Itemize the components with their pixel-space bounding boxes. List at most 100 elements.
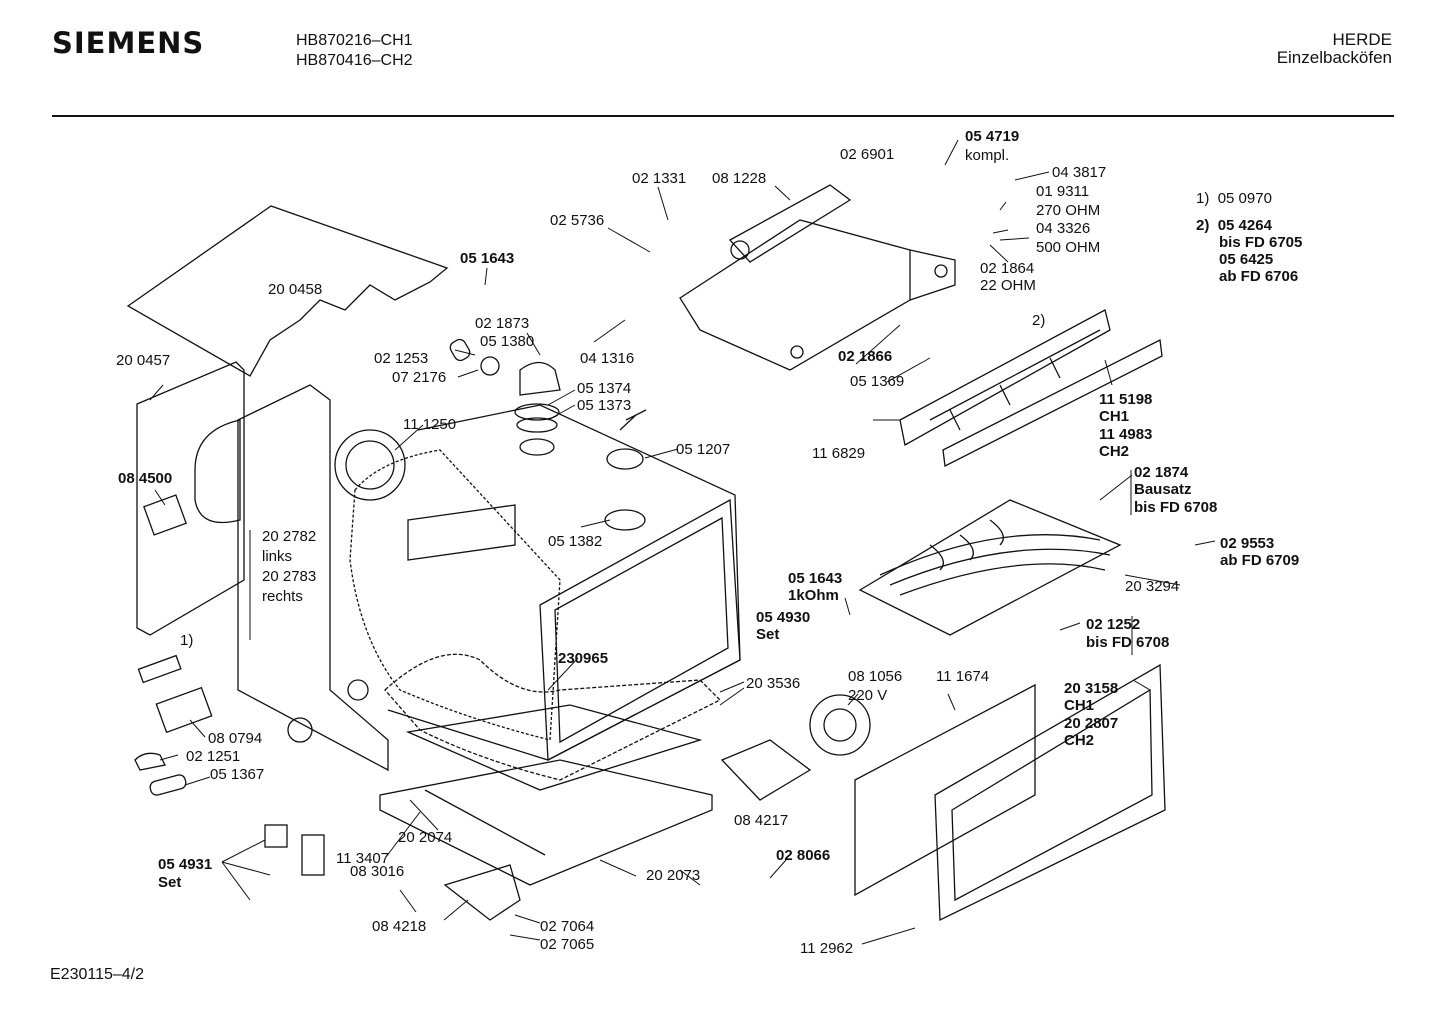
oven-cavity-top xyxy=(387,404,741,761)
label-part-021253: 02 1253 xyxy=(374,350,429,367)
header-rule xyxy=(52,115,1394,117)
label-bausatz: Bausatz xyxy=(1134,481,1192,498)
label-part-051207: 05 1207 xyxy=(676,441,731,458)
insulation-wrap xyxy=(349,449,561,741)
label-part-019311: 01 9311 xyxy=(1036,183,1090,200)
label-rechts: rechts xyxy=(262,588,303,605)
subcategory: Einzelbacköfen xyxy=(1276,48,1392,67)
label-part-027065: 02 7065 xyxy=(540,936,595,953)
label-part-051382: 05 1382 xyxy=(548,533,603,550)
label-part-111674: 11 1674 xyxy=(936,668,990,685)
label-part-203536: 20 3536 xyxy=(746,675,801,692)
label-part-027064: 02 7064 xyxy=(540,918,595,935)
vent-grille xyxy=(143,494,187,536)
label-part-084217: 08 4217 xyxy=(734,812,789,829)
legend-row-1: 1) 05 0970 xyxy=(1196,190,1272,207)
label-part-111250: 11 1250 xyxy=(403,416,457,433)
label-links: links xyxy=(262,548,293,565)
label-part-112962: 11 2962 xyxy=(800,940,854,957)
terminal-block xyxy=(137,654,182,684)
label-part-051380: 05 1380 xyxy=(480,333,535,350)
label-part-080794: 08 0794 xyxy=(208,730,263,747)
label-set-054931: Set xyxy=(158,874,182,891)
label-ch2-frame: CH2 xyxy=(1064,732,1095,749)
label-part-083016: 08 3016 xyxy=(350,863,405,880)
label-part-202807: 20 2807 xyxy=(1064,715,1119,732)
cabinet-side xyxy=(237,384,389,772)
fan-ring xyxy=(334,429,406,501)
label-270-ohm: 270 OHM xyxy=(1036,202,1101,219)
legend-value: 05 6425 xyxy=(1219,251,1274,268)
label-part-051367: 05 1367 xyxy=(210,766,265,783)
label-part-202073: 20 2073 xyxy=(646,867,701,884)
label-bis-fd-6708-b: bis FD 6708 xyxy=(1086,634,1170,651)
label-500-ohm: 500 OHM xyxy=(1036,239,1101,256)
legend-row-5: ab FD 6706 xyxy=(1219,268,1298,285)
thermostat-knob xyxy=(519,361,561,396)
door-seal xyxy=(384,653,722,781)
bracket-rail-lower xyxy=(942,339,1163,467)
label-part-051374: 05 1374 xyxy=(577,380,632,397)
label-part-021864: 02 1864 xyxy=(980,260,1035,277)
label-part-116829: 11 6829 xyxy=(812,445,866,462)
label-part-026901: 02 6901 xyxy=(840,146,895,163)
legend-row-4: 05 6425 xyxy=(1219,251,1273,268)
label-part-200457: 20 0457 xyxy=(116,352,171,369)
label-part-230965: 230965 xyxy=(558,650,609,667)
legend-value: 05 4264 xyxy=(1217,217,1272,234)
label-part-051373: 05 1373 xyxy=(577,397,632,414)
model-number-ch2: HB870416–CH2 xyxy=(296,52,413,69)
label-part-084218: 08 4218 xyxy=(372,918,427,935)
brand-logo: SIEMENS xyxy=(52,26,205,60)
label-part-021873: 02 1873 xyxy=(475,315,530,332)
label-ab-fd-6709: ab FD 6709 xyxy=(1220,552,1300,569)
label-220-v: 220 V xyxy=(848,687,888,704)
label-part-054931: 05 4931 xyxy=(158,856,213,873)
legend-value: bis FD 6705 xyxy=(1219,234,1303,251)
label-1kohm: 1kOhm xyxy=(788,587,839,604)
document-id: E230115–4/2 xyxy=(50,966,145,983)
label-part-113407: 11 3407 xyxy=(336,850,390,867)
light-cover xyxy=(606,448,644,470)
label-part-203294: 20 3294 xyxy=(1125,578,1180,595)
label-kompl: kompl. xyxy=(965,147,1010,164)
label-part-072176: 07 2176 xyxy=(392,369,447,386)
fan-motor xyxy=(809,694,871,756)
label-part-021874: 02 1874 xyxy=(1134,464,1189,481)
label-part-021252: 02 1252 xyxy=(1086,616,1141,633)
model-number-ch1: HB870216–CH1 xyxy=(296,32,413,49)
label-part-021251: 02 1251 xyxy=(186,748,241,765)
label-part-202783: 20 2783 xyxy=(262,568,317,585)
legend-value: ab FD 6706 xyxy=(1219,268,1299,285)
bottom-insulation xyxy=(405,704,703,791)
label-part-054719: 05 4719 xyxy=(965,128,1020,145)
label-part-202782: 20 2782 xyxy=(262,528,317,545)
heating-element-frame xyxy=(858,499,1122,636)
label-22-ohm: 22 OHM xyxy=(980,277,1036,294)
bracket-rail-upper xyxy=(899,309,1111,447)
label-bis-fd-6708-a: bis FD 6708 xyxy=(1134,499,1218,516)
label-set-054930: Set xyxy=(756,626,780,643)
label-part-115198: 11 5198 xyxy=(1099,391,1153,408)
label-part-081228: 08 1228 xyxy=(712,170,767,187)
label-part-021331: 02 1331 xyxy=(632,170,687,187)
legend-key: 2) xyxy=(1196,217,1210,234)
oven-front-frame xyxy=(539,498,741,762)
label-part-043326: 04 3326 xyxy=(1036,220,1091,237)
label-part-029553: 02 9553 xyxy=(1220,535,1275,552)
label-part-200458: 20 0458 xyxy=(268,281,323,298)
bottom-tray xyxy=(379,759,713,886)
label-ch1-rail: CH1 xyxy=(1099,408,1130,425)
label-part-043817: 04 3817 xyxy=(1052,164,1107,181)
label-part-051369: 05 1369 xyxy=(850,373,905,390)
top-cover-panel xyxy=(126,205,449,377)
legend-key: 1) xyxy=(1196,190,1210,207)
door-frame xyxy=(934,663,1166,922)
label-part-084500: 08 4500 xyxy=(118,470,173,487)
category: HERDE xyxy=(1332,30,1392,49)
label-part-203158: 20 3158 xyxy=(1064,680,1119,697)
label-part-025736: 02 5736 xyxy=(550,212,605,229)
legend-value: 05 0970 xyxy=(1217,190,1272,207)
label-part-054930: 05 4930 xyxy=(756,609,811,626)
